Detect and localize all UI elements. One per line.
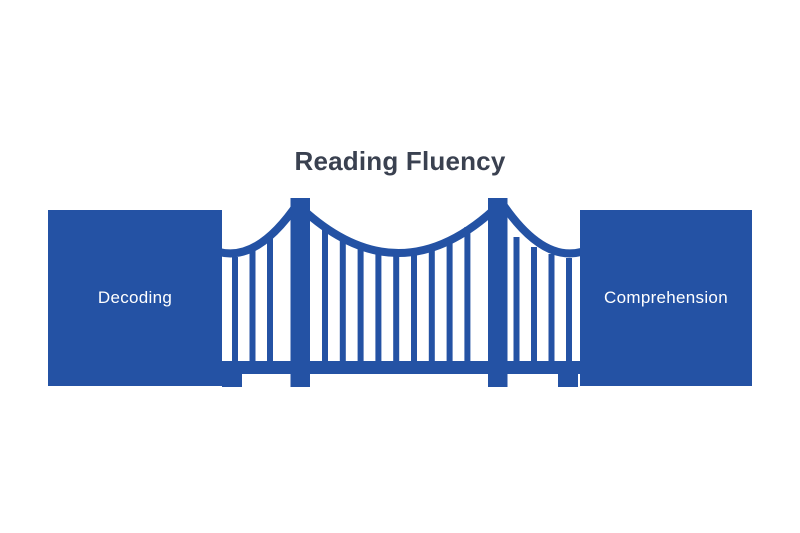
bridge-hanger: [249, 247, 256, 365]
diagram-title: Reading Fluency: [294, 146, 506, 176]
bridge-cable-right: [498, 200, 582, 258]
bridge-hanger: [357, 247, 364, 365]
bridge-deck: [219, 361, 581, 374]
bridge-hanger: [531, 247, 537, 365]
bridge-left-tower: [290, 198, 310, 387]
bridge-hanger: [267, 237, 273, 365]
node-decoding: Decoding: [48, 210, 222, 386]
bridge-right-pier: [558, 372, 578, 387]
bridge-hanger: [548, 254, 555, 365]
bridge-hanger: [339, 239, 346, 365]
node-comprehension-label: Comprehension: [604, 288, 728, 307]
node-decoding-label: Decoding: [97, 288, 173, 307]
bridge-hanger: [566, 258, 572, 365]
bridge-right-tower: [488, 198, 508, 387]
bridge-hanger: [375, 252, 382, 365]
bridge-left-pier: [222, 372, 242, 387]
node-comprehension: Comprehension: [580, 210, 752, 386]
bridge-hanger: [428, 246, 435, 365]
bridge-hanger: [513, 237, 520, 365]
bridge-hanger: [393, 253, 400, 365]
bridge-hanger: [322, 228, 328, 365]
bridge-hanger: [446, 238, 453, 365]
bridge-hanger: [232, 257, 238, 365]
bridge-hanger: [464, 227, 471, 365]
bridge-hanger: [411, 251, 417, 365]
bridge-hangers: [232, 227, 572, 365]
bridge-cable-left: [218, 200, 302, 258]
bridge-cable-main: [294, 201, 503, 257]
